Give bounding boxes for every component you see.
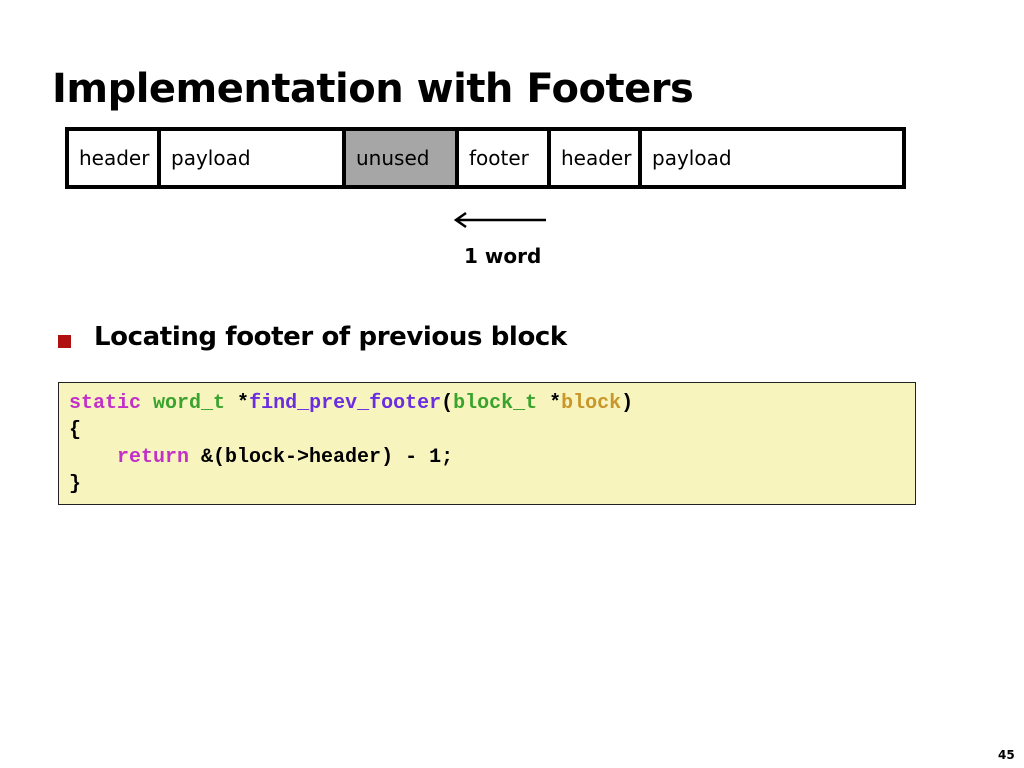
bullet-text: Locating footer of previous block <box>94 322 567 352</box>
slide-title: Implementation with Footers <box>52 66 694 112</box>
square-bullet-icon <box>58 335 71 348</box>
code-type-block-t: block_t <box>453 392 538 415</box>
code-pointer-star: * <box>225 392 250 415</box>
code-keyword-static: static <box>69 392 142 415</box>
code-open-paren: ( <box>441 392 454 415</box>
code-block: static word_t *find_prev_footer(block_t … <box>58 382 916 505</box>
memory-cell-payload-next: payload <box>652 146 732 170</box>
code-line-2: { <box>69 419 82 442</box>
page-number: 45 <box>998 748 1015 762</box>
code-line-1: static word_t *find_prev_footer(block_t … <box>69 390 905 417</box>
code-param-block: block <box>561 392 622 415</box>
code-keyword-return: return <box>117 446 190 469</box>
memory-cell-footer: footer <box>459 131 551 185</box>
code-return-expression: &(block->header) - 1; <box>189 446 454 469</box>
word-size-label: 1 word <box>464 244 542 268</box>
left-arrow-icon <box>453 211 546 229</box>
memory-cell-payload: payload <box>161 131 346 185</box>
code-close-paren: ) <box>621 392 634 415</box>
code-line-4: } <box>69 473 82 496</box>
code-type-word-t: word_t <box>153 392 226 415</box>
memory-cell-header: header <box>69 131 161 185</box>
memory-cell-unused: unused <box>346 131 459 185</box>
memory-block-diagram: header payload unused footer header payl… <box>65 127 906 189</box>
memory-cell-header-next: header <box>551 131 642 185</box>
code-line-3: return &(block->header) - 1; <box>69 444 905 471</box>
code-indent <box>69 446 117 469</box>
code-function-name: find_prev_footer <box>249 392 442 415</box>
code-pointer-star-2: * <box>537 392 562 415</box>
